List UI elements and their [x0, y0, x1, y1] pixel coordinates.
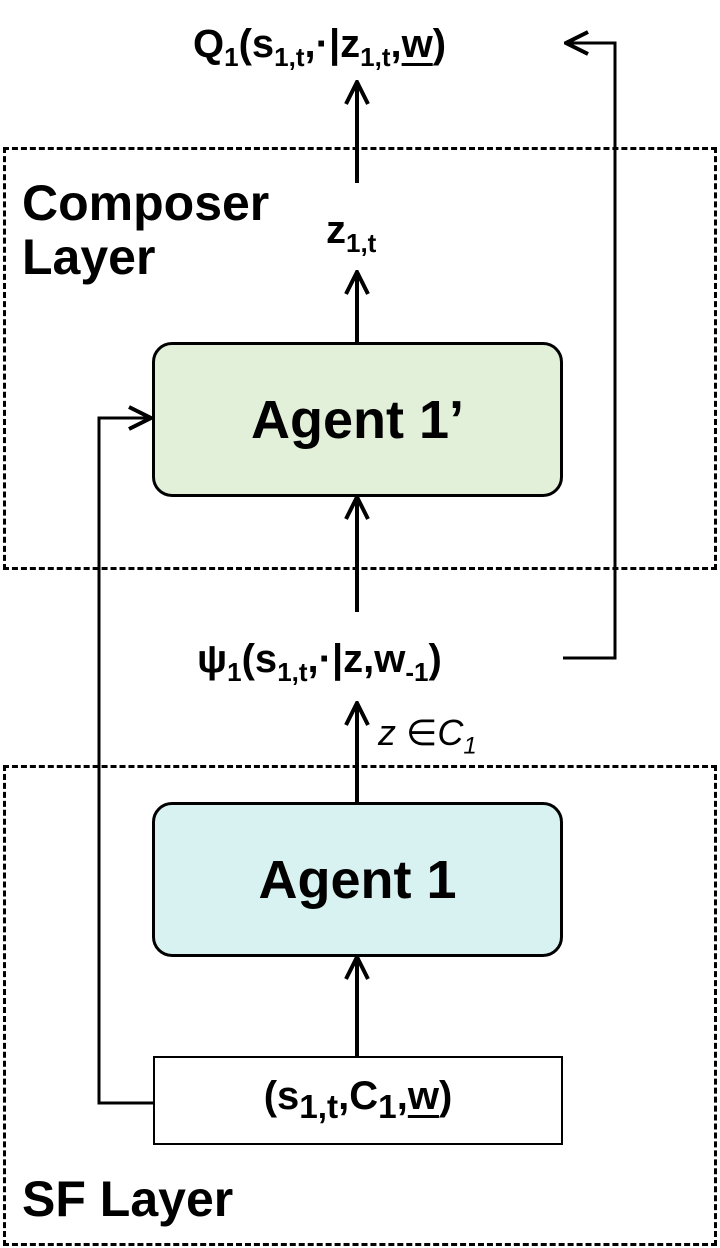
psi-w-subscript: -1: [405, 657, 429, 688]
input-w-vector: w: [407, 1074, 439, 1118]
q-open-s: (s: [238, 22, 275, 66]
sf-layer-label: SF Layer: [22, 1171, 234, 1227]
condition-label: z ∈C1: [378, 712, 477, 760]
q-w-vector: w: [401, 22, 433, 66]
composer-layer-label-line1: Composer: [22, 175, 270, 231]
composer-layer-label-line2: Layer: [22, 229, 156, 285]
input-comma: ,: [396, 1074, 408, 1118]
psi-close-paren: ): [428, 637, 442, 681]
q-mid: ,·|z: [304, 22, 361, 66]
input-c-subscript: 1: [378, 1089, 397, 1126]
psi-open-s: (s: [241, 637, 278, 681]
q-z-subscript: 1,t: [360, 42, 391, 73]
z-subscript: 1,t: [346, 228, 377, 259]
composer-layer-label: Composer Layer: [22, 176, 269, 284]
condition-z: z: [378, 712, 396, 753]
input-node: (s1,t,C1,w): [153, 1056, 563, 1145]
q-subscript: 1: [224, 42, 239, 73]
z-label: z1,t: [326, 208, 376, 259]
psi-s-subscript: 1,t: [277, 657, 308, 688]
skip-arrow-input-to-agent-prime: [97, 418, 153, 1105]
q-symbol: Q: [193, 22, 225, 66]
z-symbol: z: [326, 208, 346, 252]
q-s-subscript: 1,t: [274, 42, 305, 73]
condition-element-of: ∈: [406, 712, 438, 753]
condition-c-subscript: 1: [463, 732, 477, 760]
condition-c: C: [437, 712, 464, 753]
psi-mid: ,·|z,w: [307, 637, 406, 681]
input-s-subscript: 1,t: [299, 1089, 339, 1126]
input-c-symbol: ,C: [338, 1074, 379, 1118]
input-open-paren: (s: [263, 1074, 300, 1118]
composer-layer-box: [3, 147, 717, 570]
agent-prime-label: Agent 1’: [250, 389, 465, 450]
agent-prime-node: Agent 1’: [152, 342, 563, 497]
q-comma: ,: [390, 22, 402, 66]
psi-label: ψ1(s1,t,·|z,w-1): [197, 637, 442, 688]
agent-label: Agent 1: [258, 849, 457, 910]
psi-symbol: ψ: [197, 637, 228, 681]
psi-subscript: 1: [227, 657, 242, 688]
feedback-arrow-psi-to-q: [563, 43, 617, 660]
input-close-paren: ): [438, 1074, 453, 1118]
sf-layer-box: [3, 765, 717, 1246]
input-label: (s1,t,C1,w): [264, 1074, 453, 1127]
q-output-label: Q1(s1,t,·|z1,t,w): [193, 22, 446, 73]
agent-node: Agent 1: [152, 802, 563, 957]
q-close-paren: ): [432, 22, 447, 66]
